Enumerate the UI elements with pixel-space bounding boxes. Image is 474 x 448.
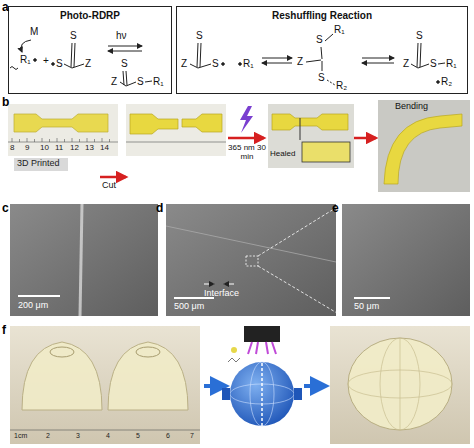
chem-symbol: S	[316, 34, 323, 45]
scale-label: 200 μm	[18, 301, 48, 311]
photo-label: 3D Printed	[17, 159, 60, 169]
chem-symbol: S	[56, 58, 63, 69]
ruler-number: 10	[40, 144, 49, 153]
ruler-number: 13	[85, 144, 94, 153]
step-label: Cut	[102, 181, 116, 191]
chem-symbol: Z	[111, 76, 117, 87]
chem-symbol: R₂	[441, 76, 452, 87]
ruler-number: 14	[100, 144, 109, 153]
chem-symbol: +	[43, 55, 49, 66]
chem-symbol: R₁	[243, 58, 254, 69]
chem-symbol: M	[30, 26, 38, 37]
ruler-number: 6	[166, 432, 170, 440]
chem-symbol: R₁	[153, 76, 164, 87]
chem-symbol: hν	[116, 30, 127, 41]
chem-symbol: R₂	[336, 80, 347, 91]
chem-symbol: Z	[85, 58, 91, 69]
panel-letter: a	[2, 1, 9, 14]
ruler-number: 3	[76, 432, 80, 440]
chem-symbol: R₁	[334, 24, 345, 35]
chem-symbol: S	[70, 30, 77, 41]
scale-label: 50 μm	[354, 302, 379, 312]
chem-symbol: S	[121, 58, 128, 69]
photo-label: Healed	[270, 150, 295, 159]
ruler-number: 4	[106, 432, 110, 440]
panel-letter: e	[332, 202, 339, 215]
ruler-number: 8	[10, 144, 14, 153]
panel-letter: f	[2, 324, 6, 337]
annotation: Interface	[204, 289, 239, 299]
chem-symbol: R₁	[446, 58, 457, 69]
step-label: Bending	[395, 102, 428, 112]
chem-symbol: S	[416, 30, 423, 41]
chem-symbol: Z	[297, 56, 303, 67]
ruler-number: 1cm	[14, 432, 27, 440]
chem-symbol: R₁	[20, 54, 31, 65]
chem-symbol: S	[318, 72, 325, 83]
ruler-number: 9	[25, 144, 29, 153]
chem-symbol: S	[196, 30, 203, 41]
reaction-box: Photo-RDRP	[8, 6, 172, 94]
step-label: 365 nm 30 min	[226, 144, 268, 162]
chem-symbol: S	[212, 58, 219, 69]
ruler-number: 11	[55, 144, 63, 153]
chem-symbol: Z	[181, 58, 187, 69]
panel-letter: c	[2, 202, 9, 215]
chem-symbol: Z	[403, 58, 409, 69]
ruler-number: 5	[136, 432, 140, 440]
chem-symbol: S	[430, 58, 437, 69]
scale-label: 500 μm	[174, 302, 204, 312]
panel-letter: b	[2, 96, 9, 109]
panel-letter: d	[156, 202, 163, 215]
chem-symbol: S	[137, 76, 144, 87]
box-title: Photo-RDRP	[9, 7, 171, 21]
box-title: Reshuffling Reaction	[177, 7, 467, 21]
ruler-number: 2	[46, 432, 50, 440]
ruler-number: 12	[70, 144, 79, 153]
ruler-number: 7	[190, 432, 194, 440]
